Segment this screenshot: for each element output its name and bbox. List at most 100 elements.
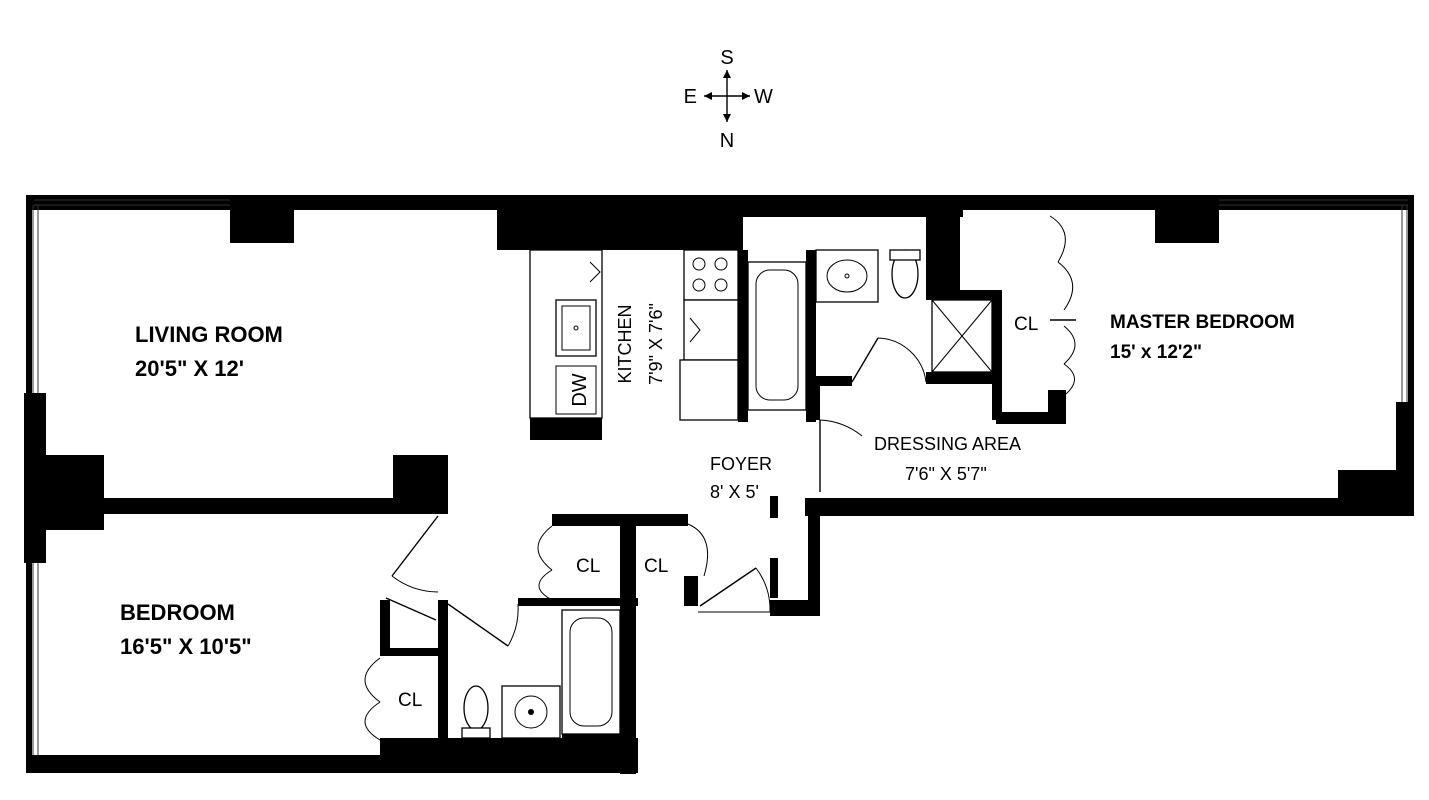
dishwasher: [555, 365, 597, 415]
vanity-2-sink: [514, 695, 548, 729]
wall-master-closet-left: [992, 290, 1002, 420]
column-living-bottom-left: [44, 455, 104, 530]
compass-rose: S E W N: [684, 47, 773, 152]
closet-1-door-top: [537, 525, 553, 571]
wall-closet-jamb: [684, 576, 698, 606]
bedroom-size: 16'5" X 10'5": [120, 634, 252, 659]
burner-4: [714, 278, 728, 292]
vanity-2-drain: [528, 709, 534, 715]
master-bedroom-name: MASTER BEDROOM: [1110, 312, 1295, 333]
wall-shower-top: [926, 290, 998, 300]
bedroom-closet-door-upper: [385, 597, 437, 621]
bathtub-2-end: [562, 734, 620, 742]
master-closet-door-2: [1057, 261, 1074, 311]
bedroom-closet-door-1: [364, 657, 381, 703]
hall-closet-2-label: CL: [644, 556, 668, 577]
bath-1-door-swing: [877, 337, 927, 383]
compass-arrow-w: [742, 92, 750, 100]
bath-2-door-swing: [507, 603, 519, 647]
compass-label-s: S: [720, 47, 733, 69]
wall-master-closet-jamb: [1048, 390, 1066, 424]
kitchen-counter-mark: [589, 261, 601, 283]
wall-bath1-tub-right: [806, 250, 816, 422]
vanity-1-sink: [826, 259, 868, 293]
wall-bath2-left: [438, 600, 448, 760]
bedroom-doors: [364, 515, 519, 741]
wall-master-bottom: [805, 498, 1410, 516]
entry-door-leaf: [699, 567, 757, 607]
wall-closet-divider: [620, 514, 636, 774]
vanity-1: [815, 249, 879, 303]
kitchen-name: KITCHEN: [615, 304, 635, 383]
wall-bath1-bottom: [808, 376, 852, 386]
windows: [32, 199, 1408, 755]
compass-label-e: E: [684, 86, 697, 108]
foyer-name: FOYER: [710, 454, 772, 474]
living-room-name: LIVING ROOM: [135, 322, 283, 347]
wall-entry-jamb-bottom: [770, 558, 778, 598]
dressing-door-swing: [819, 419, 863, 437]
bathroom-2-fixtures: [461, 609, 621, 742]
bathtub-2: [561, 609, 621, 735]
entry-door-swing: [755, 567, 771, 613]
wall-bedroom-closet-top: [380, 648, 446, 656]
bath-2-door-leaf: [447, 603, 509, 647]
wall-left-column: [24, 393, 46, 563]
wall-left-lower: [26, 560, 32, 760]
closet-1-door-bottom: [538, 569, 553, 601]
burner-3: [692, 278, 706, 292]
wall-entry-jamb-top: [770, 496, 778, 518]
toilet-2: [463, 685, 489, 731]
kitchen-sink: [555, 299, 597, 357]
shower-diag-2: [931, 299, 993, 373]
bathroom-1-fixtures: [747, 249, 993, 411]
wall-left-upper: [26, 195, 32, 395]
wall-kitchen-counter-end: [530, 418, 602, 440]
wall-foyer-right: [808, 498, 820, 616]
column-master-top: [1155, 195, 1219, 243]
bathtub-2-basin: [569, 617, 613, 727]
closet-2-door: [687, 523, 709, 577]
bathtub-1: [747, 261, 807, 411]
bedroom-door-swing: [391, 575, 439, 593]
foyer-size: 8' X 5': [710, 482, 759, 502]
wall-bath-top: [743, 195, 963, 217]
compass-label-n: N: [720, 130, 734, 152]
bath-1-door: [851, 337, 879, 383]
compass-arrow-e: [704, 92, 712, 100]
dressing-area-name: DRESSING AREA: [874, 434, 1021, 454]
wall-living-bottom: [100, 498, 445, 514]
dressing-area-size: 7'6" X 5'7": [905, 464, 987, 484]
wall-right-upper: [1408, 195, 1414, 405]
master-closet-door-4: [1063, 363, 1075, 395]
kitchen-fixtures: DW: [529, 249, 739, 421]
hall-closet-1-label: CL: [576, 556, 600, 577]
compass-arrow-s: [723, 70, 731, 78]
toilet-2-tank: [461, 727, 491, 739]
wall-dressing-left: [808, 376, 820, 420]
bedroom-closet-label: CL: [398, 690, 422, 711]
column-living-bottom-right: [393, 455, 448, 514]
bedroom-name: BEDROOM: [120, 600, 235, 625]
room-labels: LIVING ROOM 20'5" X 12' BEDROOM 16'5" X …: [120, 303, 1295, 711]
toilet-1-tank: [889, 249, 921, 261]
foyer-doors: [537, 419, 863, 613]
burner-1: [692, 257, 706, 271]
bedroom-closet-door-2: [364, 701, 381, 741]
living-room-size: 20'5" X 12': [135, 356, 244, 381]
wall-right-lower: [1396, 402, 1414, 516]
bathtub-1-basin: [755, 269, 799, 401]
master-closet-doors: [1049, 215, 1076, 395]
stove: [683, 249, 739, 301]
refrigerator: [679, 359, 739, 421]
vanity-1-drain: [844, 273, 850, 279]
bedroom-door-leaf: [391, 515, 439, 577]
kitchen-counter-right-mark: [689, 317, 701, 343]
master-closet-label: CL: [1014, 314, 1038, 335]
kitchen-sink-basin: [561, 305, 591, 351]
wall-kitchen-top: [497, 195, 743, 250]
master-closet-door-3: [1063, 325, 1076, 365]
master-closet-door-1: [1049, 215, 1066, 263]
compass-arrow-n: [723, 114, 731, 122]
